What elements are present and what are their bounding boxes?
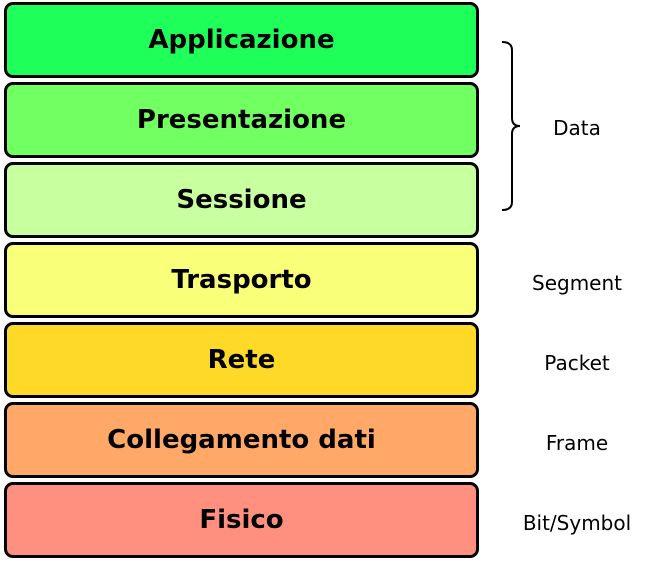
pdu-bit-symbol-label: Bit/Symbol: [522, 511, 632, 535]
curly-brace-icon: [501, 41, 521, 211]
layer-label: Fisico: [199, 505, 284, 535]
layer-label: Collegamento dati: [107, 425, 376, 455]
layer-label: Sessione: [176, 185, 307, 215]
pdu-data-label: Data: [553, 116, 601, 140]
layer-trasporto: Trasporto: [4, 242, 479, 318]
layer-label: Presentazione: [136, 105, 347, 135]
layer-label: Trasporto: [171, 265, 312, 295]
layer-rete: Rete: [4, 322, 479, 398]
layer-label: Applicazione: [148, 25, 335, 55]
layer-presentazione: Presentazione: [4, 82, 479, 158]
layer-collegamento-dati: Collegamento dati: [4, 402, 479, 478]
pdu-packet-label: Packet: [544, 351, 610, 375]
layer-fisico: Fisico: [4, 482, 479, 558]
layer-label: Rete: [207, 345, 276, 375]
layer-sessione: Sessione: [4, 162, 479, 238]
pdu-frame-label: Frame: [545, 431, 609, 455]
pdu-segment-label: Segment: [532, 271, 622, 295]
layer-applicazione: Applicazione: [4, 2, 479, 78]
